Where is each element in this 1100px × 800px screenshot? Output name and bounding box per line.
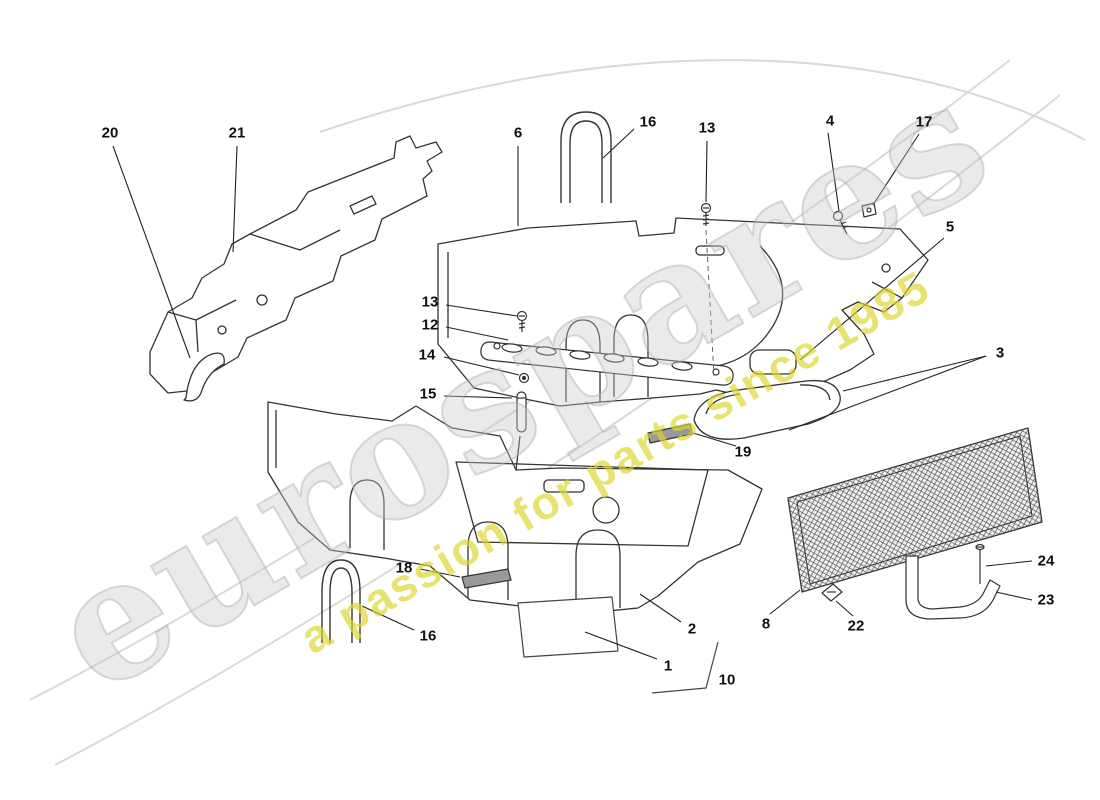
part-u-seal-top bbox=[560, 111, 612, 203]
callout-16-top: 16 bbox=[639, 113, 657, 131]
callout-6: 6 bbox=[513, 124, 523, 142]
part-front-member bbox=[149, 135, 443, 402]
callout-14: 14 bbox=[418, 346, 436, 364]
callout-20: 20 bbox=[101, 124, 119, 142]
callout-2: 2 bbox=[687, 620, 697, 638]
screw-icon bbox=[832, 210, 849, 235]
callout-22: 22 bbox=[847, 617, 865, 635]
callout-5: 5 bbox=[945, 218, 955, 236]
part-insulation-sheet bbox=[517, 596, 619, 658]
part-mesh-panel bbox=[787, 427, 1043, 593]
part-small-hardware bbox=[461, 202, 1001, 694]
clip-icon bbox=[861, 202, 877, 218]
callout-24: 24 bbox=[1037, 552, 1055, 570]
screw-icon bbox=[516, 310, 528, 332]
part-wheelarch-flange bbox=[183, 352, 225, 402]
part-bracket-23 bbox=[905, 555, 1001, 620]
callout-21: 21 bbox=[228, 124, 246, 142]
part-pad-18 bbox=[461, 568, 512, 589]
callout-10: 10 bbox=[718, 671, 736, 689]
pin-icon bbox=[516, 391, 527, 433]
part-sound-panel-lower bbox=[267, 401, 763, 613]
callout-4: 4 bbox=[825, 112, 835, 130]
callout-17: 17 bbox=[915, 113, 933, 131]
callout-23: 23 bbox=[1037, 591, 1055, 609]
callout-12: 12 bbox=[421, 316, 439, 334]
callout-18: 18 bbox=[395, 559, 413, 577]
clip-icon bbox=[821, 583, 843, 602]
part-pad-19 bbox=[647, 423, 693, 444]
callout-3: 3 bbox=[995, 344, 1005, 362]
grommet-icon bbox=[518, 372, 530, 384]
part-support-rail bbox=[480, 310, 734, 433]
callout-15: 15 bbox=[419, 385, 437, 403]
callout-1: 1 bbox=[663, 657, 673, 675]
callout-8: 8 bbox=[761, 615, 771, 633]
pin-icon bbox=[975, 543, 985, 584]
part-panel-slot bbox=[749, 349, 797, 375]
callout-13-left: 13 bbox=[421, 293, 439, 311]
screw-icon bbox=[700, 202, 712, 226]
part-wire-10 bbox=[651, 641, 719, 694]
part-u-seal-bottom bbox=[321, 559, 361, 643]
leader-lines bbox=[112, 128, 1033, 660]
callout-19: 19 bbox=[734, 443, 752, 461]
callout-16-bottom: 16 bbox=[419, 627, 437, 645]
callout-13-top: 13 bbox=[698, 119, 716, 137]
